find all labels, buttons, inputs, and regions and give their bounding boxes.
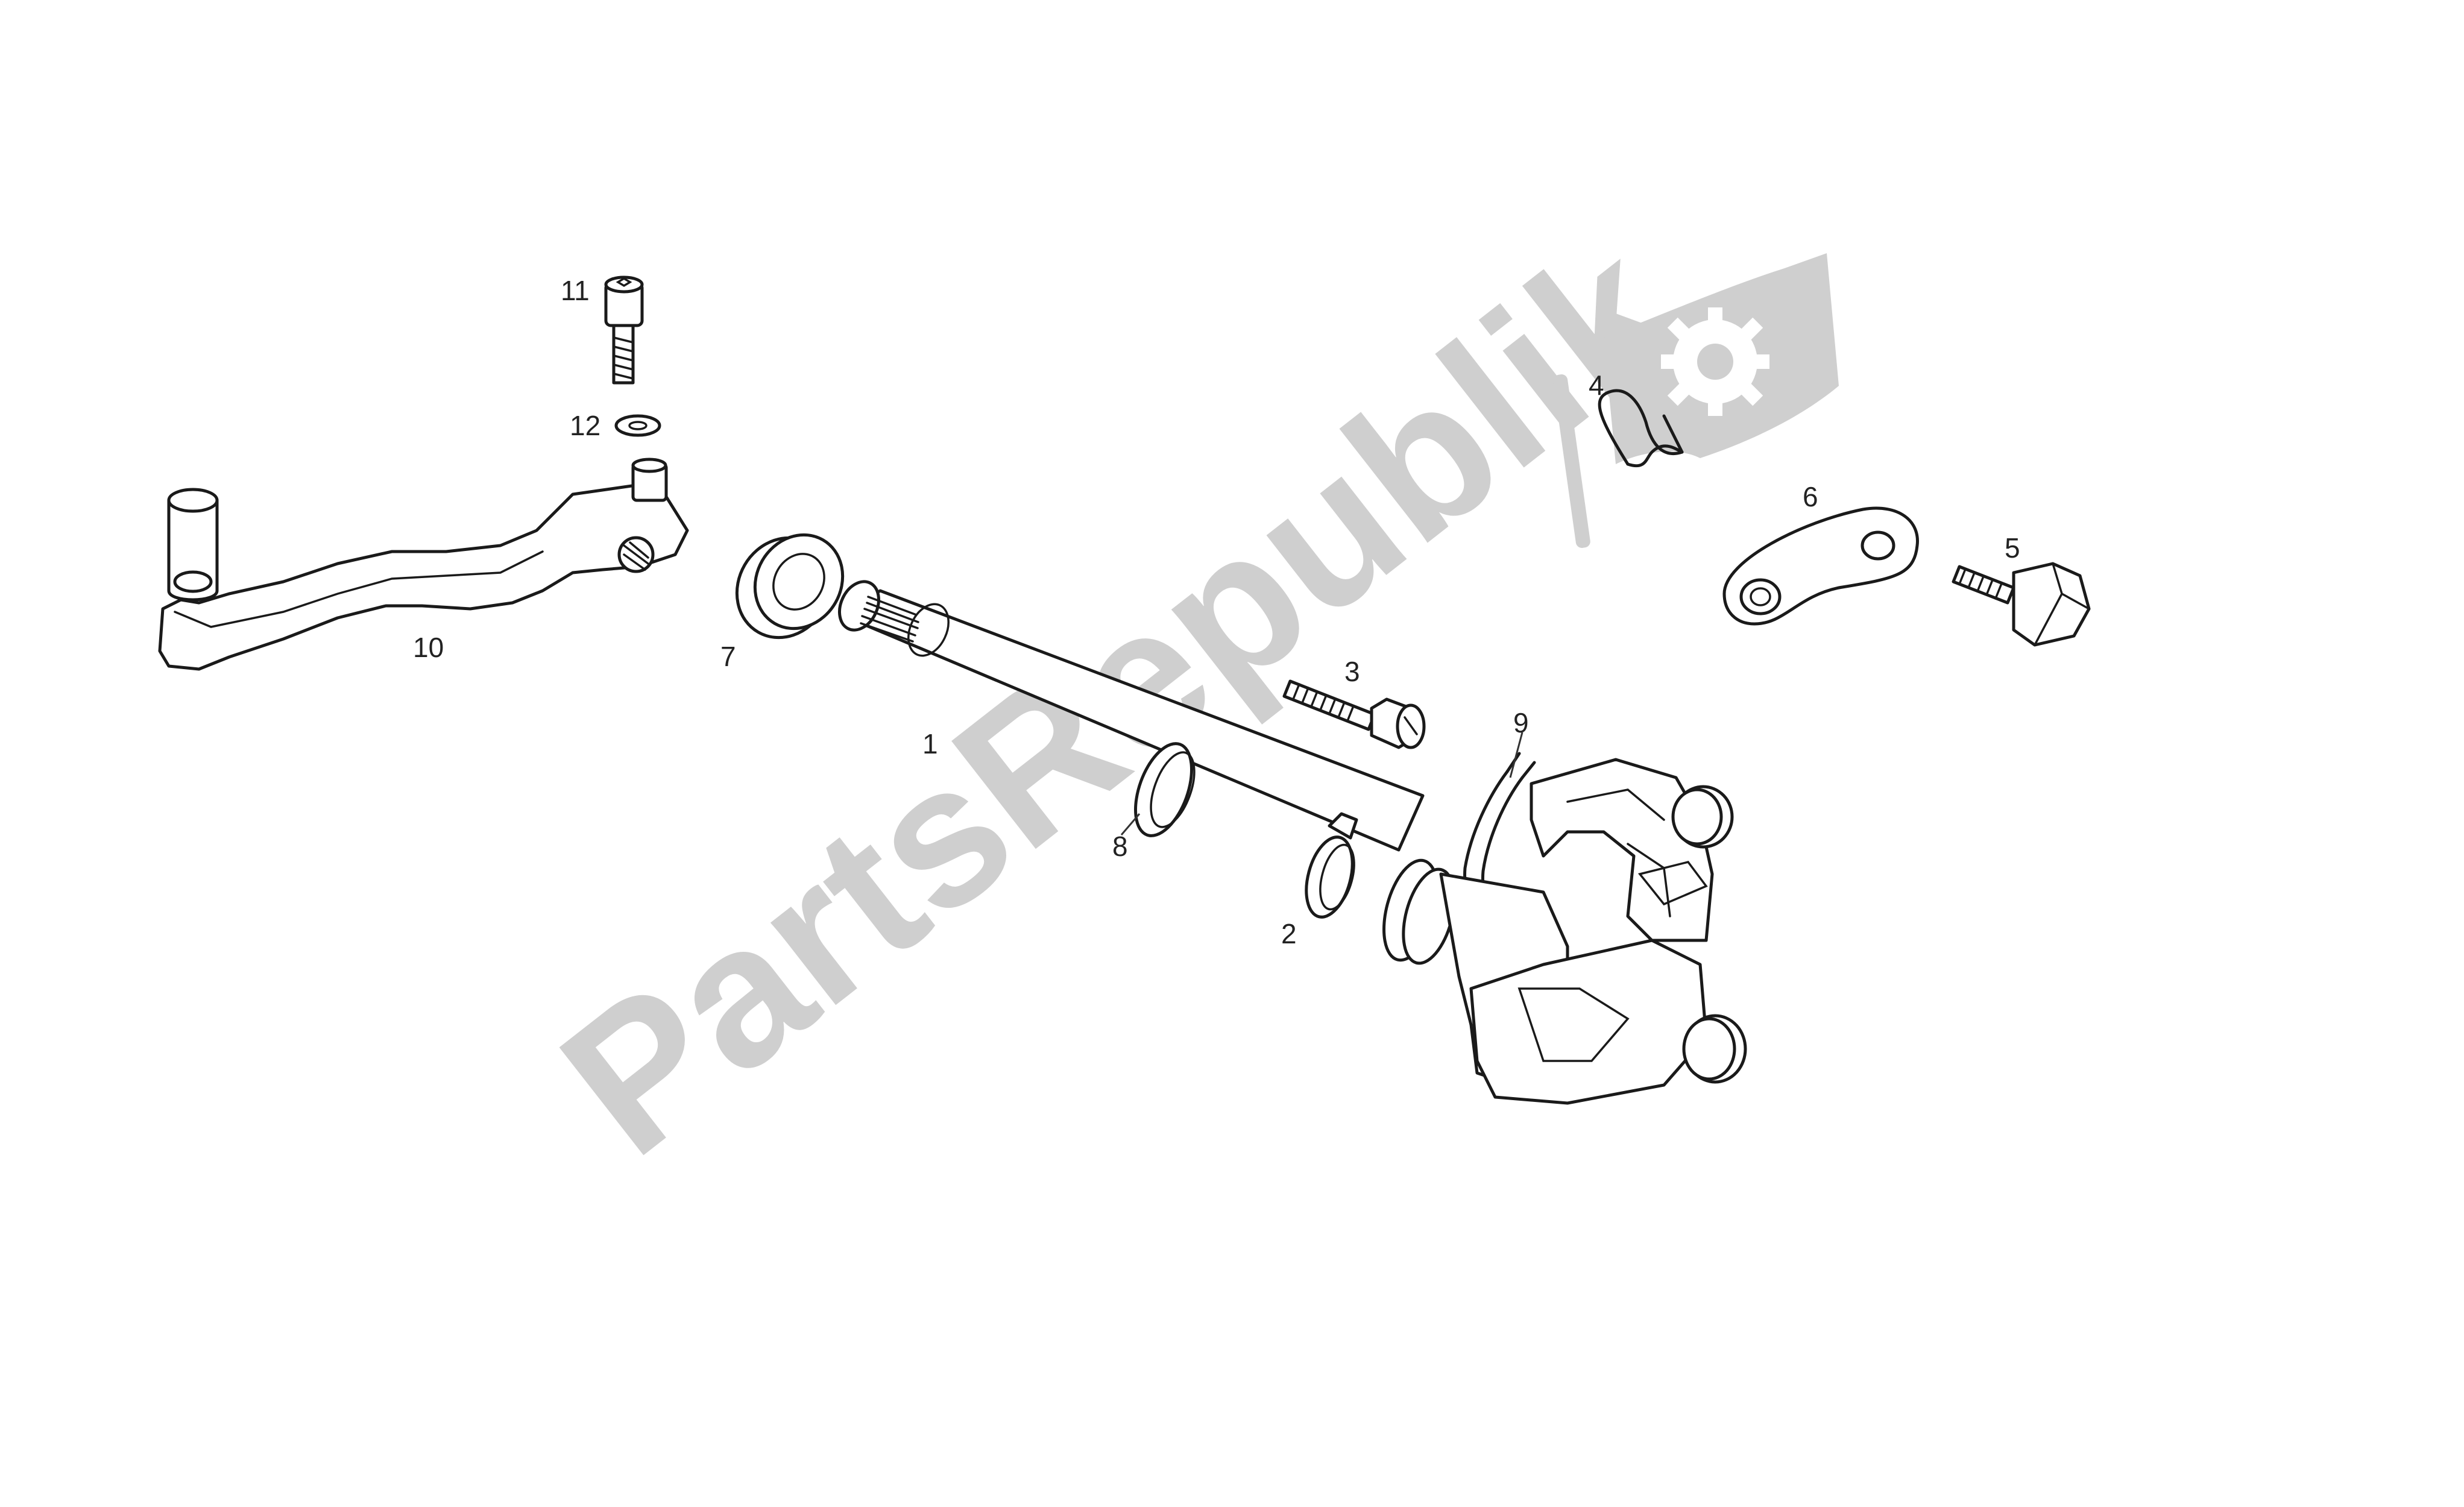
- callout-9: 9: [1513, 707, 1529, 738]
- gear-flag-logo: [1553, 253, 1839, 548]
- callout-2: 2: [1281, 918, 1297, 949]
- callout-8: 8: [1112, 831, 1128, 862]
- leader-lines: [1120, 732, 1523, 835]
- callout-4: 4: [1589, 370, 1604, 401]
- callout-1: 1: [922, 728, 938, 760]
- part-6-link-plate: [1722, 506, 1919, 626]
- part-4-spring-clip: [1598, 389, 1684, 468]
- callout-12: 12: [570, 410, 600, 441]
- part-1-shift-shaft: [838, 580, 1425, 852]
- callout-5: 5: [2005, 532, 2020, 564]
- callouts: 11 12 10 7 1 3 9 8 2 4 6 5: [413, 275, 2020, 949]
- part-8-shaft-washer: [1134, 742, 1196, 837]
- part-11-cap-screw: [604, 275, 644, 385]
- part-7-oil-seal: [735, 533, 845, 640]
- part-10-gear-lever: [158, 458, 689, 671]
- callout-6: 6: [1803, 481, 1818, 512]
- part-5-hex-bolt: [1952, 562, 2091, 647]
- callout-7: 7: [720, 641, 736, 672]
- part-3-screw: [1282, 679, 1426, 749]
- callout-10: 10: [413, 632, 444, 663]
- callout-11: 11: [561, 275, 590, 306]
- callout-3: 3: [1344, 656, 1360, 687]
- part-2-circlip: [1305, 812, 1358, 919]
- part-shift-selector-plate: [1382, 758, 1747, 1105]
- part-12-washer: [614, 414, 661, 437]
